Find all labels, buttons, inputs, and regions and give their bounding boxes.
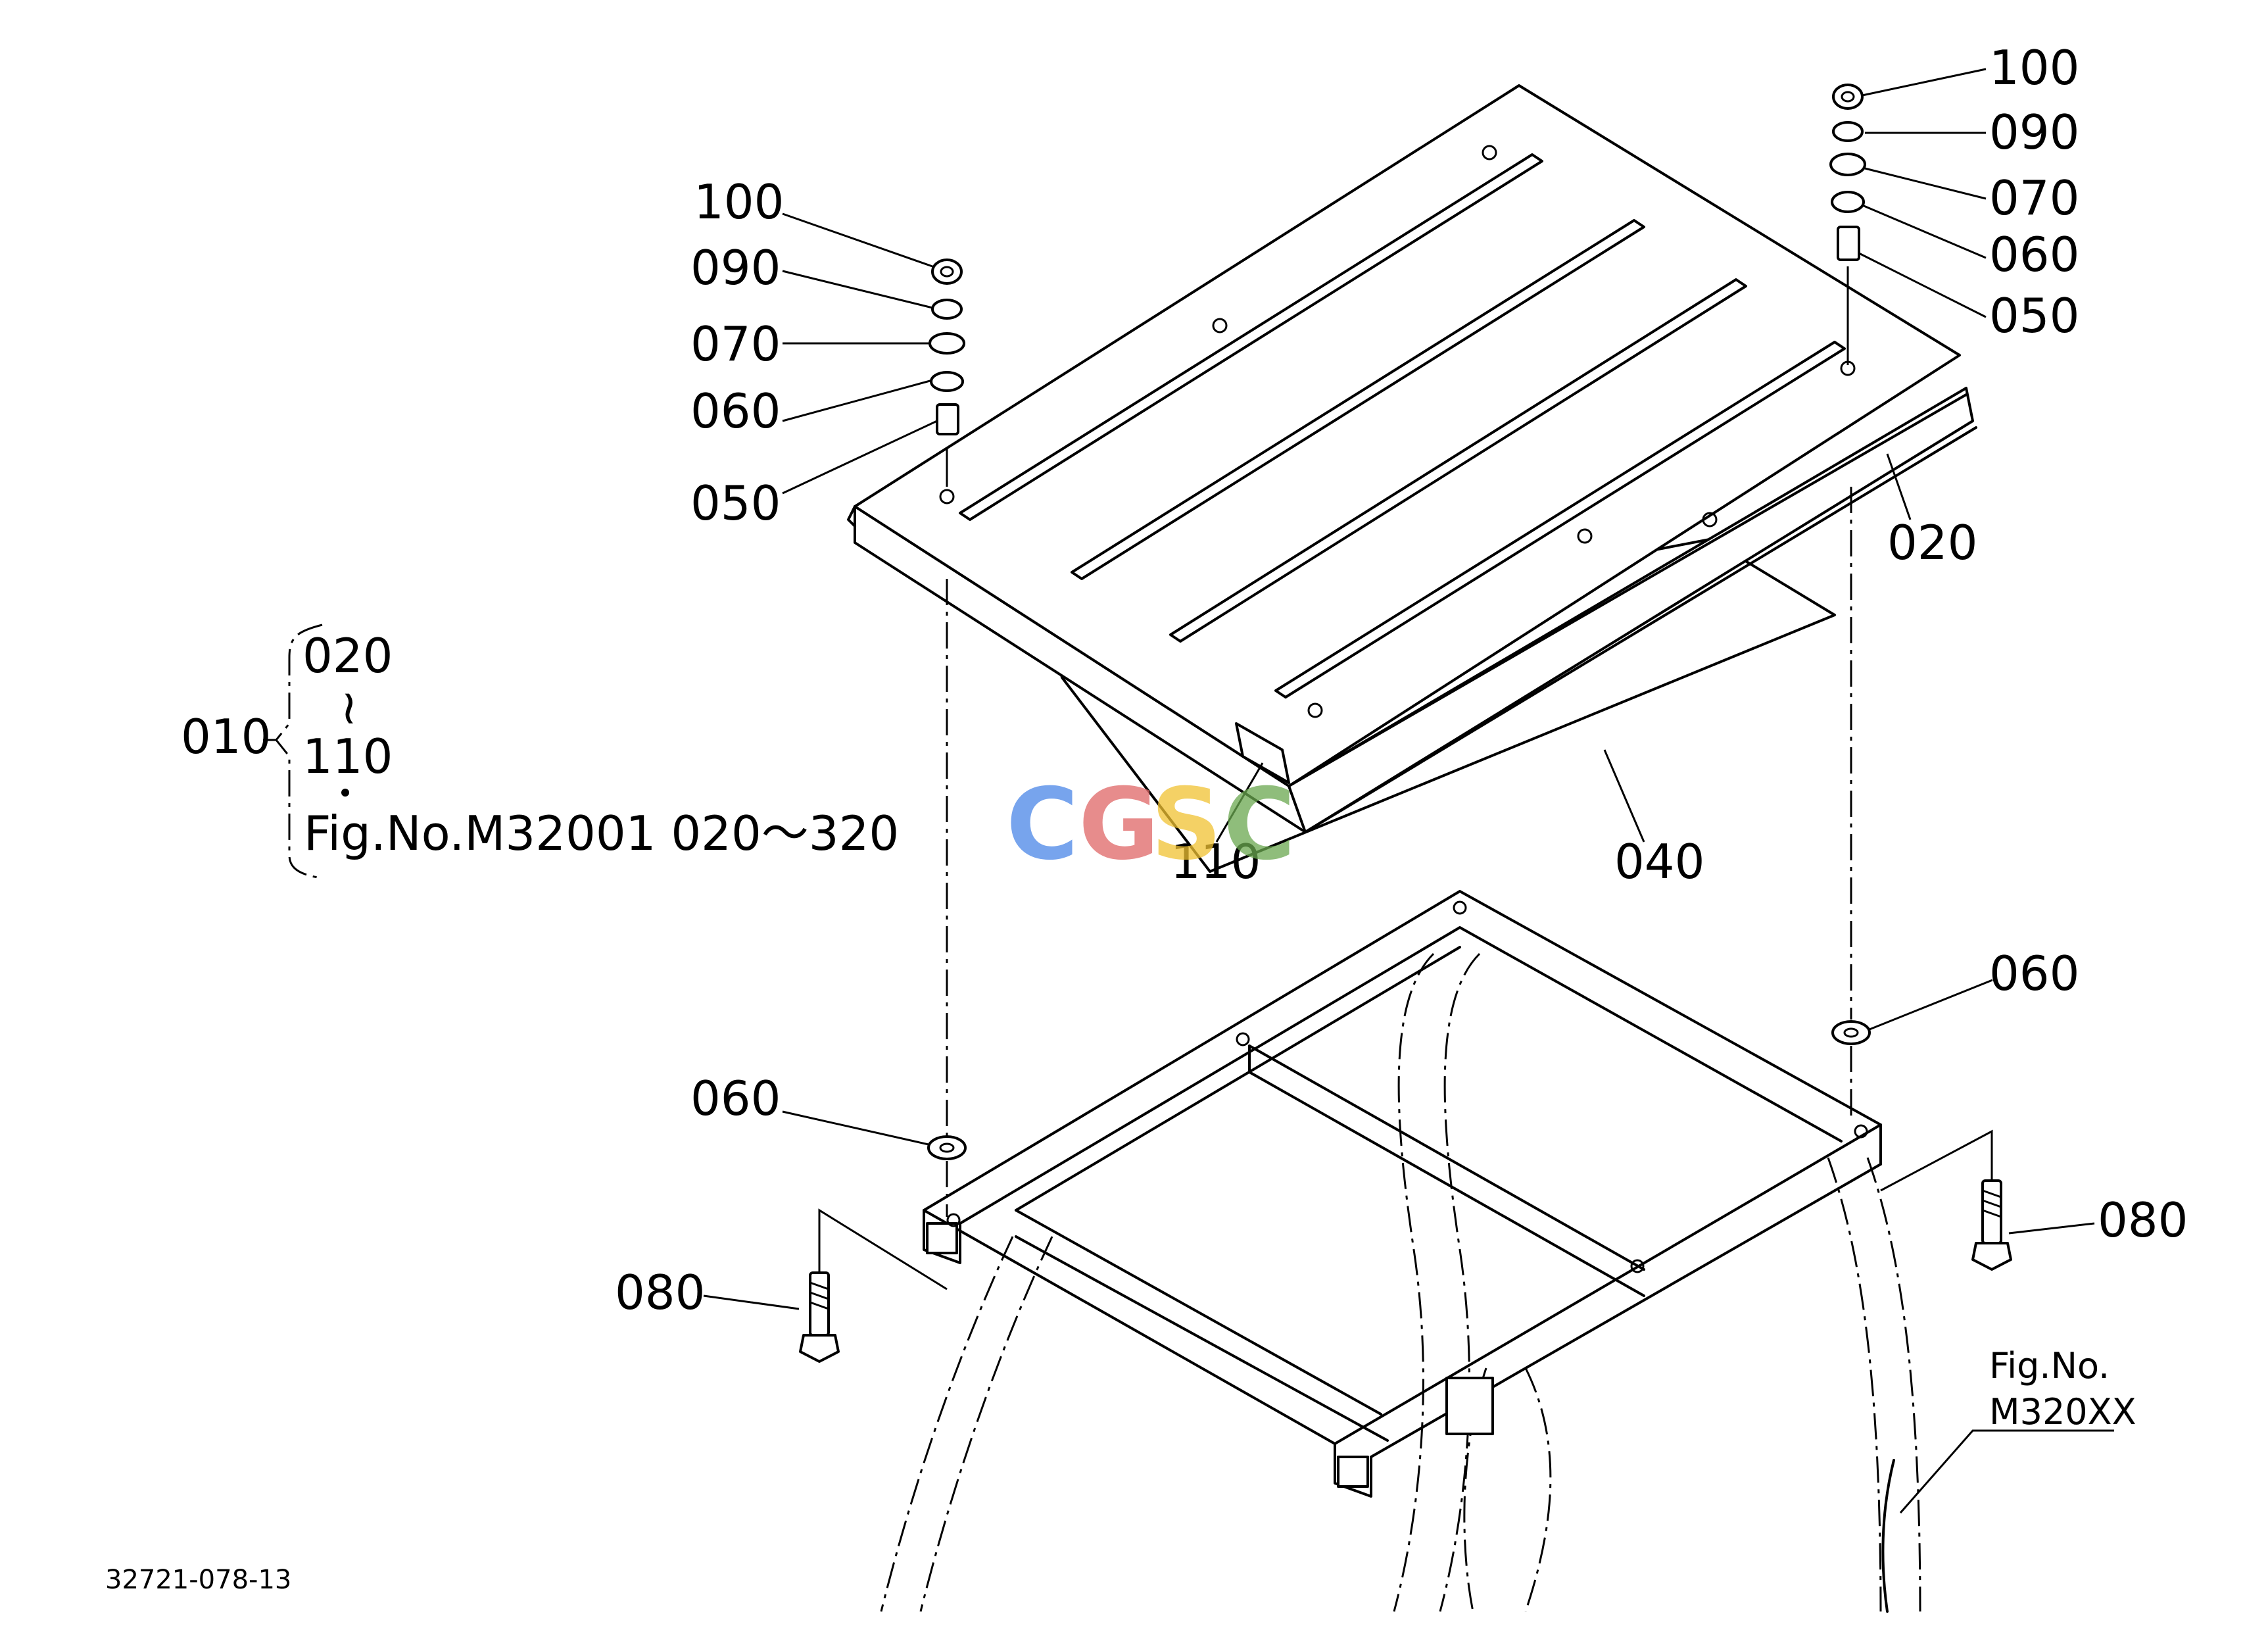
watermark-letter-1: C bbox=[1006, 768, 1078, 882]
callout-right-090: 090 bbox=[1989, 105, 2079, 160]
drawing-number: 32721-078-13 bbox=[105, 1565, 291, 1595]
assembly-ref: Fig.No.M32001 020～320 bbox=[304, 806, 899, 861]
assembly-range-mark: ~ bbox=[323, 689, 378, 728]
frame-washer-left bbox=[927, 1135, 967, 1160]
callout-left-090: 090 bbox=[690, 240, 781, 295]
assembly-range-end: 110 bbox=[302, 729, 393, 784]
figure-ref-line1: Fig.No. bbox=[1989, 1345, 2110, 1387]
roof-panel-020 bbox=[847, 84, 1977, 833]
leader-lines bbox=[703, 68, 2114, 1513]
assembly-key: 010 020 ~ 110 Fig.No.M32001 020～320 bbox=[181, 624, 899, 879]
bolt-080-right bbox=[1880, 1129, 2012, 1271]
assembly-range-start: 020 bbox=[302, 628, 393, 683]
callout-right-100: 100 bbox=[1989, 40, 2079, 95]
callout-left-100: 100 bbox=[694, 174, 784, 230]
callout-left-050: 050 bbox=[690, 476, 781, 531]
figure-ref: Fig.No. M320XX bbox=[1989, 1345, 2136, 1433]
callout-seal-110: 110 bbox=[1170, 834, 1261, 889]
callout-plate-040: 040 bbox=[1614, 834, 1704, 889]
watermark-letter-2: G bbox=[1078, 768, 1159, 882]
callout-panel-020: 020 bbox=[1887, 515, 1977, 570]
callout-right-060: 060 bbox=[1989, 227, 2079, 282]
figure-ref-line2: M320XX bbox=[1989, 1391, 2136, 1433]
callout-labels: 100 090 070 060 050 100 090 070 060 050 … bbox=[615, 40, 2188, 1320]
left-hardware-stack bbox=[929, 258, 965, 1141]
callout-left-060: 060 bbox=[690, 383, 781, 439]
watermark-letter-3: S bbox=[1151, 768, 1222, 882]
watermark-letter-4: C bbox=[1223, 768, 1295, 882]
watermark: C G S C bbox=[1006, 768, 1295, 882]
callout-right-070: 070 bbox=[1989, 170, 2079, 226]
callout-bolt-080-right: 080 bbox=[2098, 1192, 2188, 1248]
separator-dot bbox=[341, 789, 349, 797]
right-hardware-stack bbox=[1829, 84, 1866, 1020]
callout-right-050: 050 bbox=[1989, 288, 2079, 343]
cab-frame bbox=[880, 890, 1921, 1613]
callout-frame-060-left: 060 bbox=[690, 1071, 781, 1126]
bolt-080-left bbox=[799, 1208, 948, 1363]
callout-left-070: 070 bbox=[690, 316, 781, 372]
assembly-parent-010: 010 bbox=[181, 709, 271, 764]
frame-washer-right bbox=[1831, 1020, 1871, 1045]
callout-frame-060-right: 060 bbox=[1989, 946, 2079, 1001]
callout-bolt-080-left: 080 bbox=[615, 1265, 705, 1320]
